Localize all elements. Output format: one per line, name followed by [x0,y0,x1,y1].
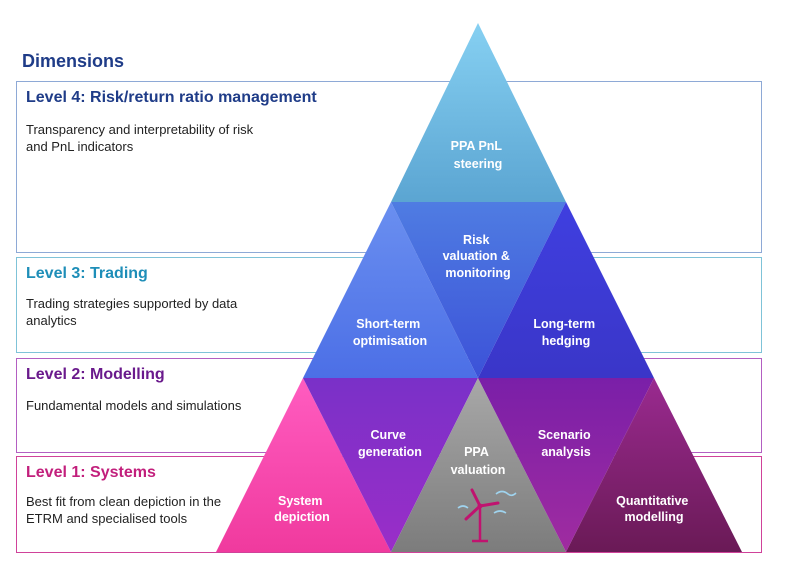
long-term-label: Long-term hedging [533,317,598,348]
level-4-description: Transparency and interpretability of ris… [26,122,254,154]
ppa-pnl-steering-triangle [391,23,566,202]
scenario-analysis-triangle [478,378,654,552]
short-term-label: Short-term optimisation [353,317,427,348]
level-4-title: Level 4: Risk/return ratio management [26,89,317,106]
quantitative-modelling-triangle [566,378,742,552]
long-term-hedging-triangle [478,202,654,378]
wind-turbine-icon [457,488,517,543]
curve-generation-label: Curve generation [358,428,422,459]
scenario-analysis-label: Scenario analysis [538,428,594,459]
level-2-title: Level 2: Modelling [26,366,165,383]
level-1-title: Level 1: Systems [26,464,156,481]
quantitative-modelling-label: Quantitative modelling [616,494,692,524]
level-3-description: Trading strategies supported by data ana… [26,296,238,328]
dimensions-heading: Dimensions [22,51,125,71]
ppa-valuation-triangle [391,378,566,552]
risk-valuation-triangle [391,202,566,378]
curve-generation-triangle [303,378,478,552]
ppa-valuation-label: PPA valuation [451,445,506,477]
ppa-pnl-label: PPA PnL steering [451,139,506,171]
level-2-description: Fundamental models and simulations [26,398,242,413]
system-depiction-label: System depiction [274,494,330,524]
short-term-optimisation-triangle [303,202,478,378]
risk-valuation-label: Risk valuation & monitoring [443,233,514,280]
system-depiction-triangle [216,378,391,552]
level-1-description: Best fit from clean depiction in the ETR… [26,494,222,526]
level-3-title: Level 3: Trading [26,265,148,282]
